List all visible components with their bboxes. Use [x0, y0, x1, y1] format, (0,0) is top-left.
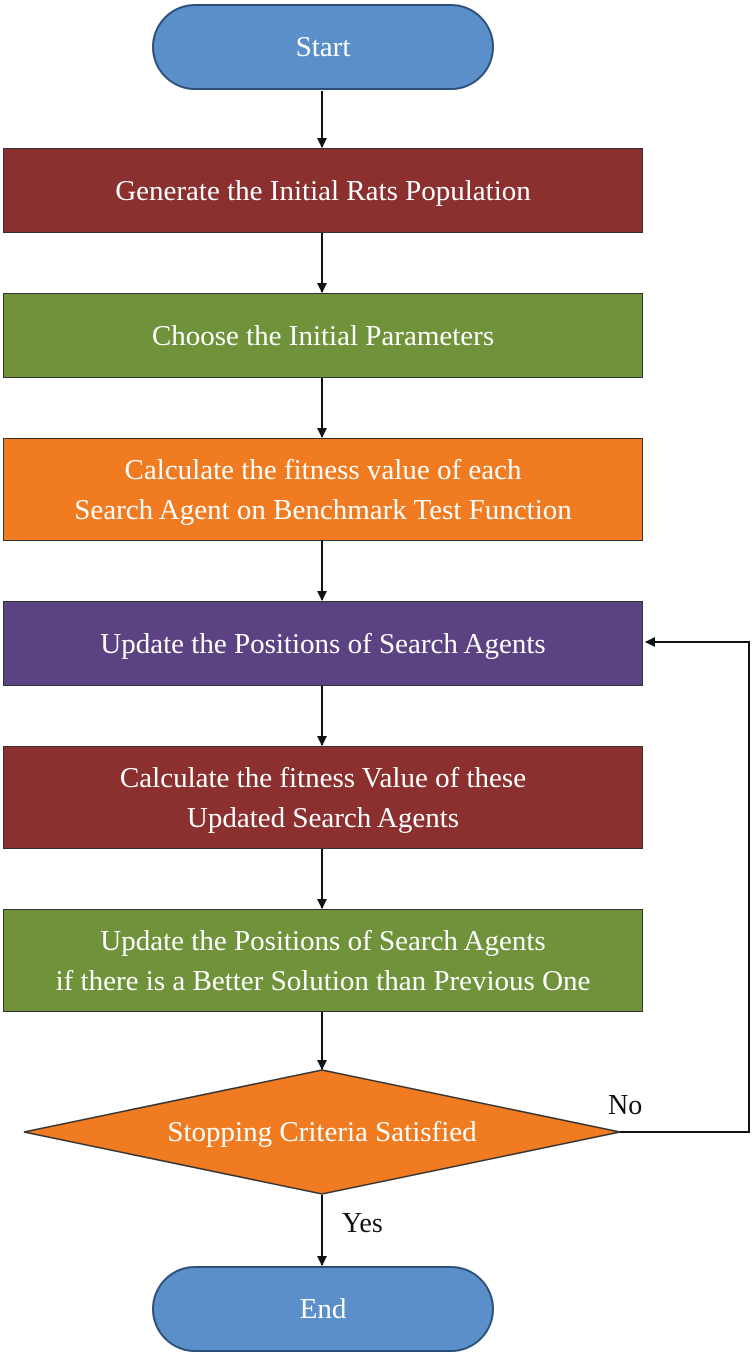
calculate-fitness-box: Calculate the fitness value of each Sear… [3, 438, 643, 541]
calculate-fitness-line-2: Search Agent on Benchmark Test Function [74, 493, 572, 526]
calculate-fitness-line-1: Calculate the fitness value of each [124, 453, 522, 486]
calculate-updated-fitness-box: Calculate the fitness Value of these Upd… [3, 746, 643, 849]
arrow-decision-no-loop [620, 637, 750, 1133]
update-if-better-line-1: Update the Positions of Search Agents [100, 924, 546, 957]
decision-label: Stopping Criteria Satisfied [167, 1115, 477, 1148]
end-terminal: End [152, 1266, 494, 1352]
choose-parameters-box: Choose the Initial Parameters [3, 293, 643, 378]
generate-population-box: Generate the Initial Rats Population [3, 148, 643, 233]
update-if-better-line-2: if there is a Better Solution than Previ… [55, 964, 591, 997]
decision-diamond [23, 1069, 621, 1195]
update-positions-label: Update the Positions of Search Agents [100, 627, 546, 660]
update-if-better-box: Update the Positions of Search Agents if… [3, 909, 643, 1012]
yes-edge-label: Yes [342, 1208, 383, 1239]
generate-population-label: Generate the Initial Rats Population [115, 174, 531, 207]
start-label: Start [295, 31, 351, 63]
calculate-updated-line-1: Calculate the fitness Value of these [119, 761, 527, 794]
no-edge-label: No [608, 1090, 643, 1121]
calculate-updated-line-2: Updated Search Agents [186, 801, 460, 834]
end-label: End [299, 1293, 347, 1325]
update-positions-box: Update the Positions of Search Agents [3, 601, 643, 686]
start-terminal: Start [152, 4, 494, 90]
choose-parameters-label: Choose the Initial Parameters [151, 319, 495, 352]
